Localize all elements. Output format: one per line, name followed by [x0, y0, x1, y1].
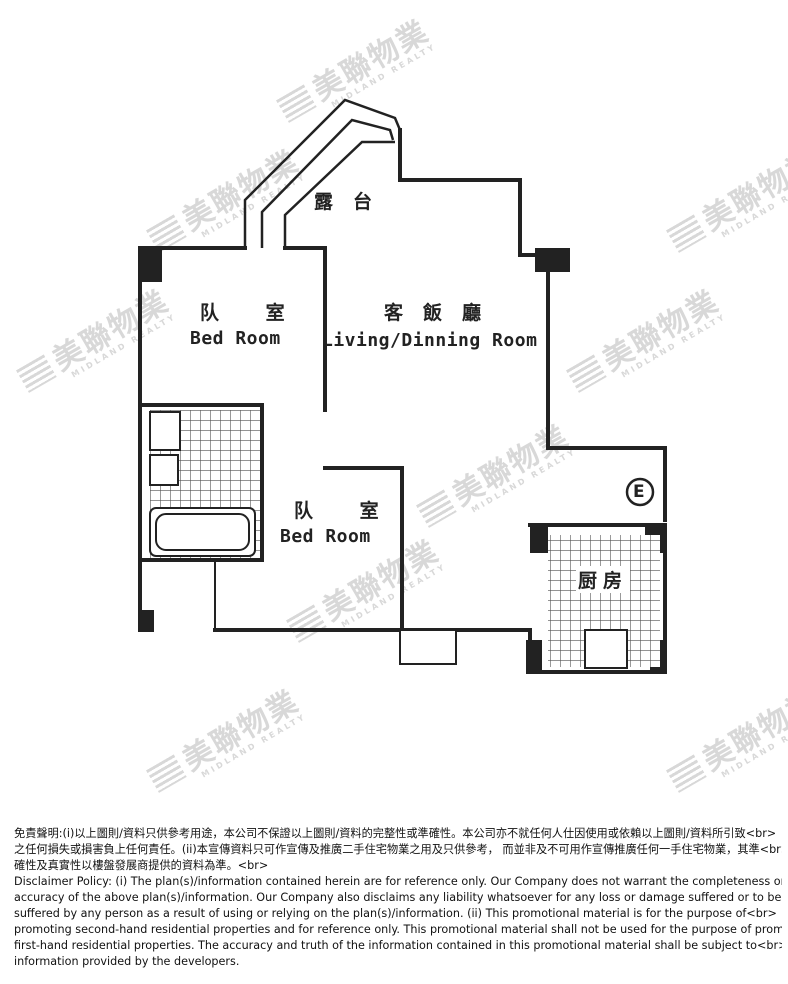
disclaimer-line: accuracy of the above plan(s)/informatio…	[14, 891, 782, 904]
disclaimer-text: 免責聲明:(i)以上圖則/資料只供參考用途，本公司不保證以上圖則/資料的完整性或…	[14, 826, 782, 970]
entrance-label: E	[633, 482, 645, 502]
bathroom-fixtures	[149, 411, 256, 557]
living-label-en: Living/Dinning Room	[322, 330, 538, 351]
disclaimer-line: 之任何損失或損害負上任何責任。(ii)本宣傳資料只可作宣傳及推廣二手住宅物業之用…	[14, 843, 782, 856]
kitchen-counter	[584, 629, 628, 669]
bedroom1-label-cn: 队 室	[200, 302, 305, 324]
disclaimer-line: information provided by the developers.	[14, 955, 240, 968]
bedroom1-label-en: Bed Room	[190, 328, 281, 349]
disclaimer-line: Disclaimer Policy: (i) The plan(s)/infor…	[14, 875, 782, 888]
exterior-wall-right-upper	[398, 128, 667, 522]
interior-wall-bedroom2-right	[323, 466, 404, 632]
toilet	[149, 454, 179, 486]
disclaimer-line: promoting second-hand residential proper…	[14, 923, 782, 936]
floor-plan	[138, 98, 667, 674]
balcony-walls	[243, 98, 402, 248]
living-label-cn: 客飯廳	[384, 302, 502, 324]
disclaimer-line: 免責聲明:(i)以上圖則/資料只供參考用途，本公司不保證以上圖則/資料的完整性或…	[14, 827, 777, 840]
kitchen-label-cn: 厨房	[576, 566, 631, 593]
balcony-label-cn: 露台	[314, 191, 393, 213]
bay-window	[399, 629, 457, 665]
basin	[149, 411, 181, 451]
entrance-marker	[625, 477, 655, 507]
disclaimer-line: 確性及真實性以樓盤發展商提供的資料為準。<br>	[14, 859, 269, 872]
bedroom2-label-en: Bed Room	[280, 526, 371, 547]
bedroom2-label-cn: 队 室	[294, 500, 399, 522]
disclaimer-line: first-hand residential properties. The a…	[14, 939, 782, 952]
disclaimer-line: suffered by any person as a result of us…	[14, 907, 777, 920]
